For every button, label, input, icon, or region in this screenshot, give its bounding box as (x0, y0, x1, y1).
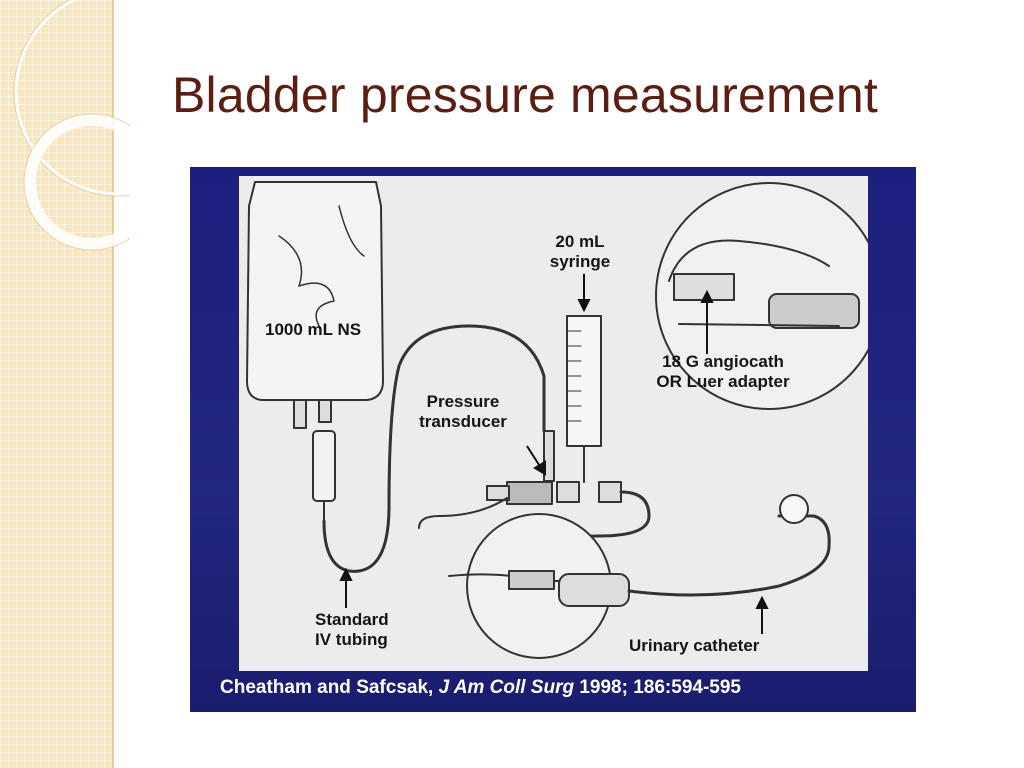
transducer-label-line1: Pressure (426, 392, 500, 411)
large-ring (14, 0, 130, 196)
stopcock-2 (598, 481, 622, 503)
adapter-label: 18 G angiocath OR Luer adapter (639, 352, 807, 392)
figure: 1000 mL NS 20 mL syringe Pressure transd… (190, 167, 916, 712)
bag-crease (278, 235, 335, 327)
transducer-arrow (533, 460, 546, 476)
syringe-label: 20 mL syringe (535, 232, 625, 272)
pressure-transducer (506, 481, 553, 505)
small-ring-outline (23, 113, 130, 251)
stopcock-1 (556, 481, 580, 503)
iv-bag (246, 181, 384, 401)
citation-journal: J Am Coll Surg (438, 677, 575, 698)
tubing-arrow (339, 567, 353, 581)
transducer-label: Pressure transducer (407, 392, 519, 432)
citation: Cheatham and Safcsak, J Am Coll Surg 199… (220, 677, 741, 699)
angiocath-adapter (673, 273, 735, 301)
catheter-balloon (779, 494, 809, 524)
adapter-zoom (655, 182, 868, 410)
bag-port-right (318, 399, 332, 423)
small-ring (24, 114, 130, 250)
syringe-arrow (577, 299, 591, 313)
iv-tubing (322, 324, 546, 573)
citation-details: 1998; 186:594-595 (574, 677, 741, 698)
syringe-graduations (566, 330, 582, 422)
slide-title: Bladder pressure measurement (172, 67, 878, 123)
tubing-valve (543, 430, 555, 482)
transducer-cable (418, 497, 508, 529)
bag-label: 1000 mL NS (265, 320, 362, 339)
adapter-label-line2: OR Luer adapter (656, 372, 790, 391)
syringe-label-line2: syringe (549, 252, 611, 271)
adapter-label-line1: 18 G angiocath (662, 352, 784, 371)
syringe-barrel (566, 315, 602, 447)
adapter-catheter-end (768, 293, 860, 329)
urinary-catheter (627, 514, 831, 597)
side-strip-edge (112, 0, 114, 768)
syringe-label-line1: 20 mL (555, 232, 605, 251)
catheter-arrow (755, 595, 769, 609)
bag-crease-2 (338, 205, 365, 257)
catheter-label: Urinary catheter (629, 636, 760, 655)
bag-port-left (293, 399, 307, 429)
decorative-rings (13, 0, 130, 251)
citation-authors: Cheatham and Safcsak, (220, 677, 439, 698)
catheter-connector (558, 573, 630, 607)
tubing-label-line2: IV tubing (315, 630, 388, 649)
transducer-body (486, 485, 510, 501)
apparatus-drawing (246, 181, 868, 659)
pointer-arrows (339, 274, 769, 634)
transducer-label-line2: transducer (419, 412, 507, 431)
large-ring-outline (13, 0, 130, 197)
diagram-panel: 1000 mL NS 20 mL syringe Pressure transd… (239, 176, 868, 671)
tubing-label: Standard IV tubing (315, 610, 389, 650)
tubing-label-line1: Standard (315, 610, 389, 629)
adapter-arrow (700, 289, 714, 303)
drip-chamber (312, 430, 336, 502)
